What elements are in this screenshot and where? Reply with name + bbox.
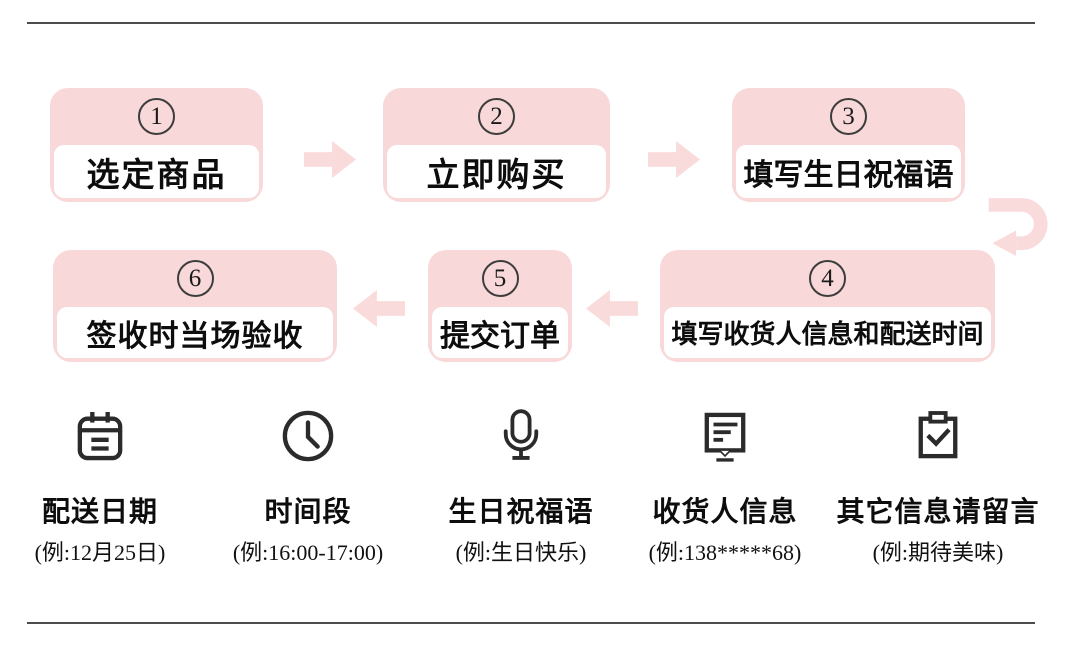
microphone-icon	[411, 406, 631, 466]
legend-item-other-info: 其它信息请留言 (例:期待美味)	[828, 406, 1048, 567]
step-header: 2	[383, 88, 610, 145]
step-label: 填写收货人信息和配送时间	[664, 307, 991, 358]
step-number: 6	[188, 264, 202, 292]
step-number: 3	[842, 102, 855, 130]
step-number-badge: 2	[478, 98, 515, 135]
step-box-buy-now: 2 立即购买	[383, 88, 610, 202]
step-header: 4	[660, 250, 995, 307]
step-label: 选定商品	[54, 145, 259, 198]
step-number-badge: 5	[481, 260, 519, 297]
legend-title: 其它信息请留言	[836, 497, 1040, 528]
step-number-badge: 6	[176, 260, 214, 297]
legend-title: 生日祝福语	[448, 497, 594, 528]
step-label: 签收时当场验收	[57, 307, 333, 358]
legend-example: (例:期待美味)	[872, 540, 1004, 565]
step-label: 填写生日祝福语	[736, 145, 961, 198]
step-number: 4	[821, 264, 834, 292]
step-number: 1	[150, 102, 163, 130]
message-icon	[615, 406, 835, 466]
legend-title: 收货人信息	[652, 497, 798, 528]
legend-example: (例:12月25日)	[34, 540, 166, 565]
step-number: 2	[490, 102, 503, 130]
step-box-birthday-wishes: 3 填写生日祝福语	[732, 88, 965, 202]
step-box-submit-order: 5 提交订单	[428, 250, 572, 362]
step-label: 立即购买	[387, 145, 606, 198]
step-box-inspect-on-receipt: 6 签收时当场验收	[53, 250, 337, 362]
clipboard-check-icon	[828, 406, 1048, 466]
legend-item-delivery-date: 配送日期 (例:12月25日)	[0, 406, 210, 567]
legend-example: (例:138*****68)	[648, 540, 802, 565]
step-header: 3	[732, 88, 965, 145]
arrow-right-icon	[648, 141, 700, 178]
top-divider	[27, 22, 1035, 24]
step-box-receiver-info: 4 填写收货人信息和配送时间	[660, 250, 995, 362]
legend-example: (例:16:00-17:00)	[232, 540, 384, 565]
arrow-left-icon	[353, 290, 405, 327]
arrow-right-icon	[304, 141, 356, 178]
step-number-badge: 1	[138, 98, 175, 135]
step-box-select-product: 1 选定商品	[50, 88, 263, 202]
legend-example: (例:生日快乐)	[455, 540, 587, 565]
u-turn-arrow-icon	[984, 194, 1050, 256]
step-number-badge: 3	[830, 98, 867, 135]
step-header: 1	[50, 88, 263, 145]
step-number-badge: 4	[809, 260, 846, 297]
bottom-divider	[27, 622, 1035, 624]
step-label: 提交订单	[432, 307, 568, 358]
step-number: 5	[493, 264, 507, 292]
calendar-icon	[0, 406, 210, 466]
step-header: 5	[428, 250, 572, 307]
legend-title: 配送日期	[41, 497, 158, 528]
step-header: 6	[53, 250, 337, 307]
legend-title: 时间段	[264, 497, 352, 528]
arrow-left-icon	[586, 290, 638, 327]
legend-item-birthday-wishes: 生日祝福语 (例:生日快乐)	[411, 406, 631, 567]
legend-item-receiver-info: 收货人信息 (例:138*****68)	[615, 406, 835, 567]
legend-item-time-slot: 时间段 (例:16:00-17:00)	[198, 406, 418, 567]
clock-icon	[198, 406, 418, 466]
